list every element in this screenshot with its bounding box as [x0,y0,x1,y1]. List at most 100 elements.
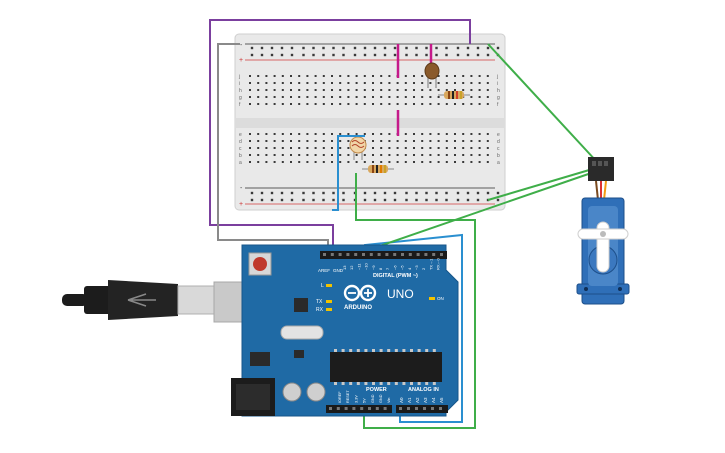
terminal-hole[interactable] [404,89,407,91]
terminal-hole[interactable] [363,133,366,135]
terminal-hole[interactable] [437,147,440,149]
wire-purple-gnd[interactable] [209,19,471,250]
terminal-hole[interactable] [429,154,432,156]
rail-hole[interactable] [393,53,397,57]
header-pin[interactable] [330,253,334,256]
terminal-hole[interactable] [273,96,276,98]
terminal-hole[interactable] [249,140,251,142]
terminal-hole[interactable] [454,161,456,163]
terminal-hole[interactable] [486,161,489,163]
rail-hole[interactable] [353,53,357,57]
terminal-hole[interactable] [454,147,456,149]
rail-hole[interactable] [405,198,408,202]
terminal-hole[interactable] [454,133,456,135]
rail-hole[interactable] [435,46,438,50]
terminal-hole[interactable] [273,147,276,149]
power-header[interactable] [326,405,392,413]
terminal-hole[interactable] [331,140,333,142]
rail-hole[interactable] [476,46,480,50]
rail-hole[interactable] [322,53,325,57]
rail-hole[interactable] [456,53,460,57]
terminal-hole[interactable] [413,82,415,84]
terminal-hole[interactable] [314,103,317,105]
terminal-hole[interactable] [478,75,481,77]
terminal-hole[interactable] [249,103,251,105]
terminal-hole[interactable] [470,154,473,156]
terminal-hole[interactable] [454,75,456,77]
terminal-hole[interactable] [298,89,301,91]
terminal-hole[interactable] [363,161,366,163]
terminal-hole[interactable] [257,154,260,156]
terminal-hole[interactable] [396,154,399,156]
terminal-hole[interactable] [478,96,481,98]
terminal-hole[interactable] [265,75,268,77]
terminal-hole[interactable] [363,96,366,98]
terminal-hole[interactable] [380,96,383,98]
rail-hole[interactable] [363,53,367,57]
rail-hole[interactable] [290,198,294,202]
terminal-hole[interactable] [306,103,309,105]
terminal-hole[interactable] [314,96,317,98]
terminal-hole[interactable] [380,133,383,135]
terminal-hole[interactable] [404,161,407,163]
terminal-hole[interactable] [322,140,325,142]
terminal-hole[interactable] [363,154,366,156]
rail-hole[interactable] [280,191,284,195]
photoresistor[interactable] [349,136,367,160]
terminal-hole[interactable] [380,154,383,156]
terminal-hole[interactable] [388,133,391,135]
rail-hole[interactable] [445,46,448,50]
terminal-hole[interactable] [322,147,325,149]
terminal-hole[interactable] [404,103,407,105]
terminal-hole[interactable] [347,103,350,105]
rail-hole[interactable] [486,53,490,57]
analog-header-pin[interactable] [407,407,410,410]
rail-hole[interactable] [476,53,480,57]
terminal-hole[interactable] [470,75,473,77]
rail-hole[interactable] [353,46,357,50]
terminal-hole[interactable] [421,103,424,105]
terminal-hole[interactable] [470,140,473,142]
terminal-hole[interactable] [363,75,366,77]
terminal-hole[interactable] [413,133,415,135]
terminal-hole[interactable] [306,82,309,84]
terminal-hole[interactable] [306,89,309,91]
power-header-pin[interactable] [383,407,387,410]
terminal-hole[interactable] [396,147,399,149]
terminal-hole[interactable] [454,89,456,91]
terminal-hole[interactable] [445,89,448,91]
terminal-hole[interactable] [331,133,333,135]
terminal-hole[interactable] [249,147,251,149]
rail-hole[interactable] [486,191,490,195]
digital-header-pins[interactable] [323,253,443,256]
terminal-hole[interactable] [249,75,251,77]
rail-hole[interactable] [486,46,490,50]
terminal-hole[interactable] [429,89,432,91]
analog-header-pin[interactable] [399,407,402,410]
terminal-hole[interactable] [380,89,383,91]
terminal-hole[interactable] [322,89,325,91]
terminal-hole[interactable] [413,103,415,105]
rail-hole[interactable] [290,46,294,50]
terminal-hole[interactable] [429,133,432,135]
terminal-hole[interactable] [429,82,432,84]
terminal-hole[interactable] [445,161,448,163]
terminal-hole[interactable] [322,82,325,84]
terminal-hole[interactable] [421,133,424,135]
terminal-hole[interactable] [462,89,465,91]
terminal-hole[interactable] [429,147,432,149]
terminal-hole[interactable] [306,140,309,142]
terminal-hole[interactable] [281,103,284,105]
terminal-hole[interactable] [339,96,342,98]
terminal-hole[interactable] [339,89,342,91]
terminal-hole[interactable] [470,161,473,163]
terminal-hole[interactable] [322,96,325,98]
terminal-hole[interactable] [437,133,440,135]
header-pin[interactable] [416,253,420,256]
terminal-hole[interactable] [372,89,374,91]
rail-hole[interactable] [496,46,500,50]
rail-hole[interactable] [363,191,367,195]
rail-hole[interactable] [302,46,305,50]
